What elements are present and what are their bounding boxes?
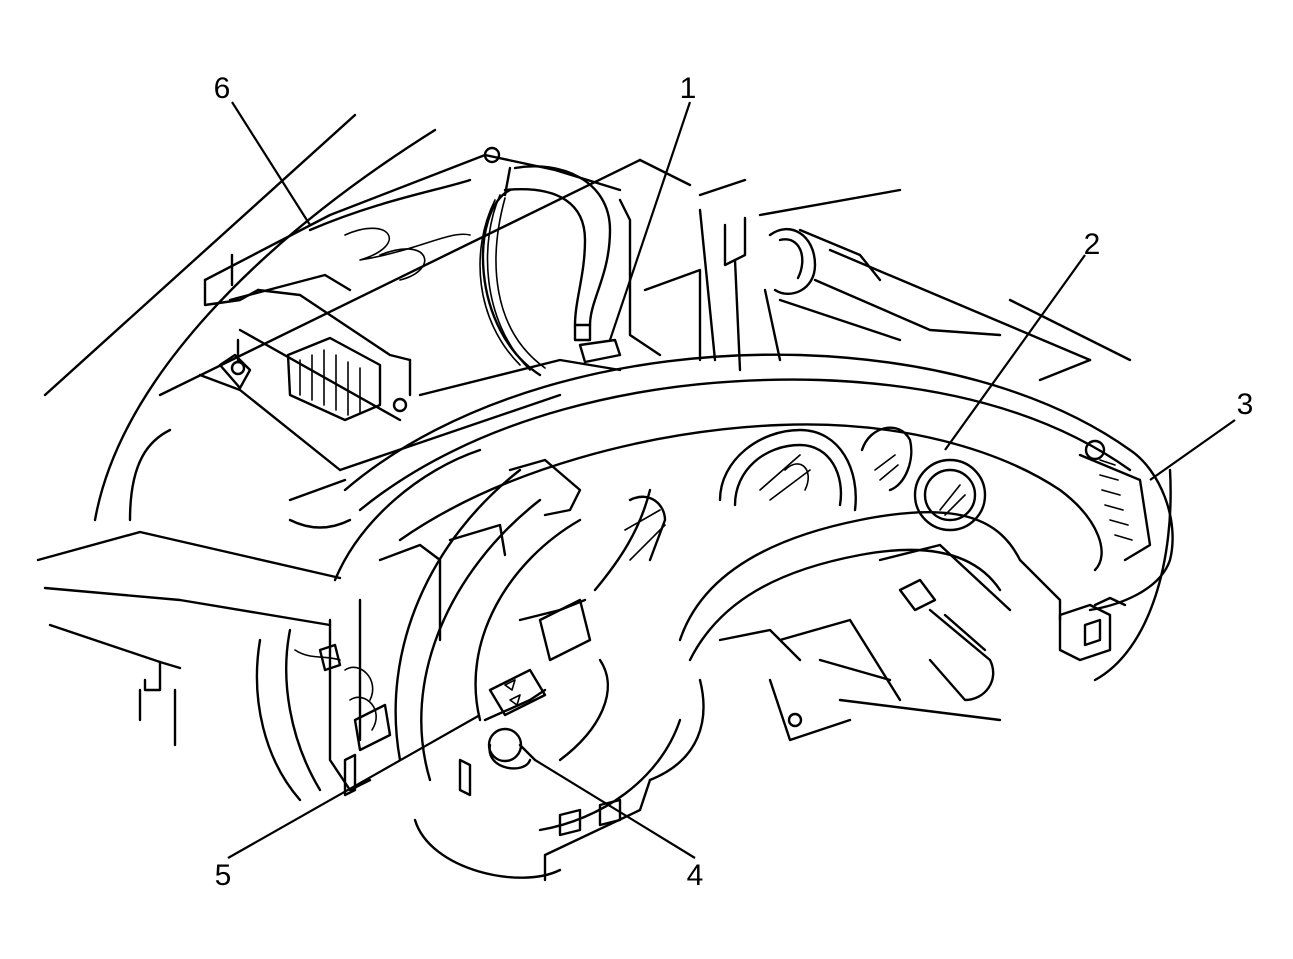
left-floor-panel (36, 530, 342, 747)
callout-1: 1 (680, 72, 697, 105)
callout-4: 4 (687, 859, 704, 892)
callout-labels: 1 2 3 4 5 6 (214, 72, 1254, 892)
callout-6: 6 (214, 72, 231, 105)
right-support-bracket (718, 543, 1012, 742)
left-trim-wiring (255, 458, 582, 802)
electronic-control-module (198, 146, 622, 472)
body-outline (43, 113, 1172, 682)
callout-3: 3 (1237, 388, 1254, 421)
wiring-harness-connector (479, 165, 622, 377)
callout-2: 2 (1084, 228, 1101, 261)
headlamp-switch-panel (1058, 439, 1152, 662)
callout-leaders (227, 101, 1236, 859)
switch-and-knob (458, 598, 622, 837)
instrument-panel-carrier (333, 353, 1174, 882)
air-duct (618, 198, 1002, 372)
callout-5: 5 (215, 859, 232, 892)
instrument-cluster-gauges (624, 426, 987, 562)
